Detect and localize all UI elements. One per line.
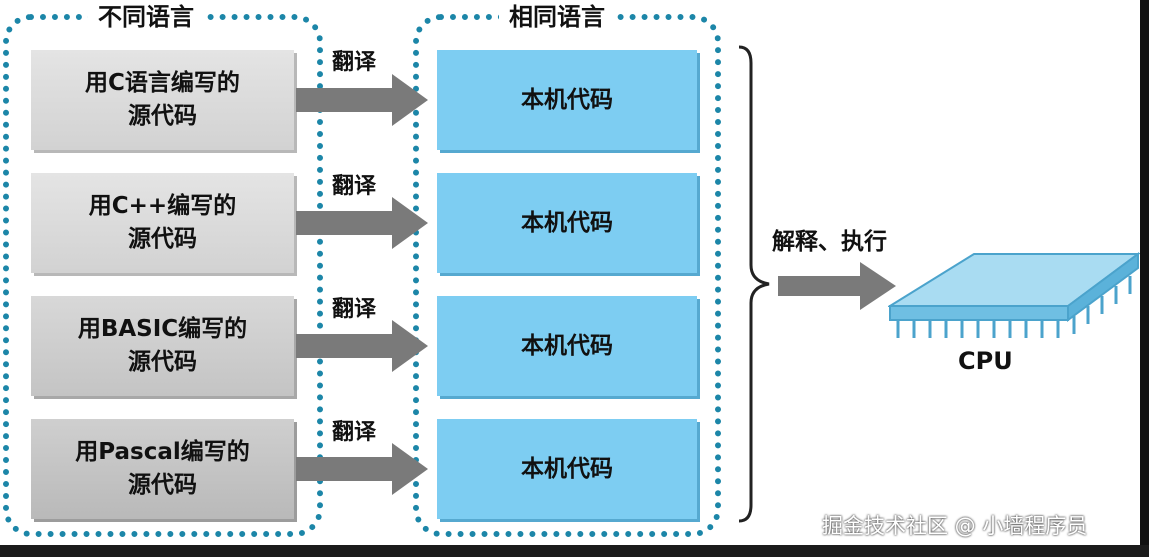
interpret-execute-label: 解释、执行: [772, 229, 887, 255]
cpu-chip-icon: [888, 252, 1140, 338]
source-box-line2: 源代码: [128, 349, 197, 375]
different-languages-title: 不同语言: [88, 2, 204, 32]
source-box-c: 用C语言编写的 源代码: [31, 50, 294, 150]
source-box-pascal: 用Pascal编写的 源代码: [31, 419, 294, 519]
translate-arrow: [296, 443, 428, 495]
native-code-label: 本机代码: [521, 86, 613, 113]
native-code-box: 本机代码: [437, 173, 697, 273]
execute-arrow: [778, 262, 896, 310]
source-box-line2: 源代码: [128, 472, 197, 498]
translate-label: 翻译: [332, 297, 377, 322]
translate-arrow: [296, 197, 428, 249]
source-box-line1: 用C语言编写的: [85, 70, 240, 96]
translate-arrow: [296, 74, 428, 126]
source-box-line2: 源代码: [127, 103, 197, 129]
right-edge-strip: [1140, 0, 1149, 557]
native-code-box: 本机代码: [437, 296, 697, 396]
source-box-line2: 源代码: [128, 226, 197, 252]
native-code-label: 本机代码: [521, 332, 613, 359]
same-language-title: 相同语言: [499, 2, 615, 32]
translate-arrow: [296, 320, 428, 372]
translate-label: 翻译: [332, 50, 377, 75]
native-code-box: 本机代码: [437, 50, 697, 150]
curly-brace: [738, 45, 770, 523]
native-code-box: 本机代码: [437, 419, 697, 519]
source-box-basic: 用BASIC编写的 源代码: [31, 296, 294, 396]
source-box-line1: 用BASIC编写的: [77, 316, 248, 342]
native-code-label: 本机代码: [521, 209, 613, 236]
diagram-canvas: 不同语言 相同语言 用C语言编写的 源代码 用C++编写的 源代码 用BASIC…: [0, 0, 1140, 545]
source-box-cpp: 用C++编写的 源代码: [31, 173, 294, 273]
translate-label: 翻译: [332, 420, 377, 445]
bottom-edge-strip: [0, 545, 1149, 557]
translate-label: 翻译: [332, 174, 377, 199]
native-code-label: 本机代码: [521, 455, 613, 482]
source-box-line1: 用Pascal编写的: [75, 439, 250, 465]
source-box-line1: 用C++编写的: [88, 193, 237, 219]
watermark: 掘金技术社区 @ 小墙程序员: [822, 514, 1088, 538]
cpu-label: CPU: [958, 347, 1013, 375]
